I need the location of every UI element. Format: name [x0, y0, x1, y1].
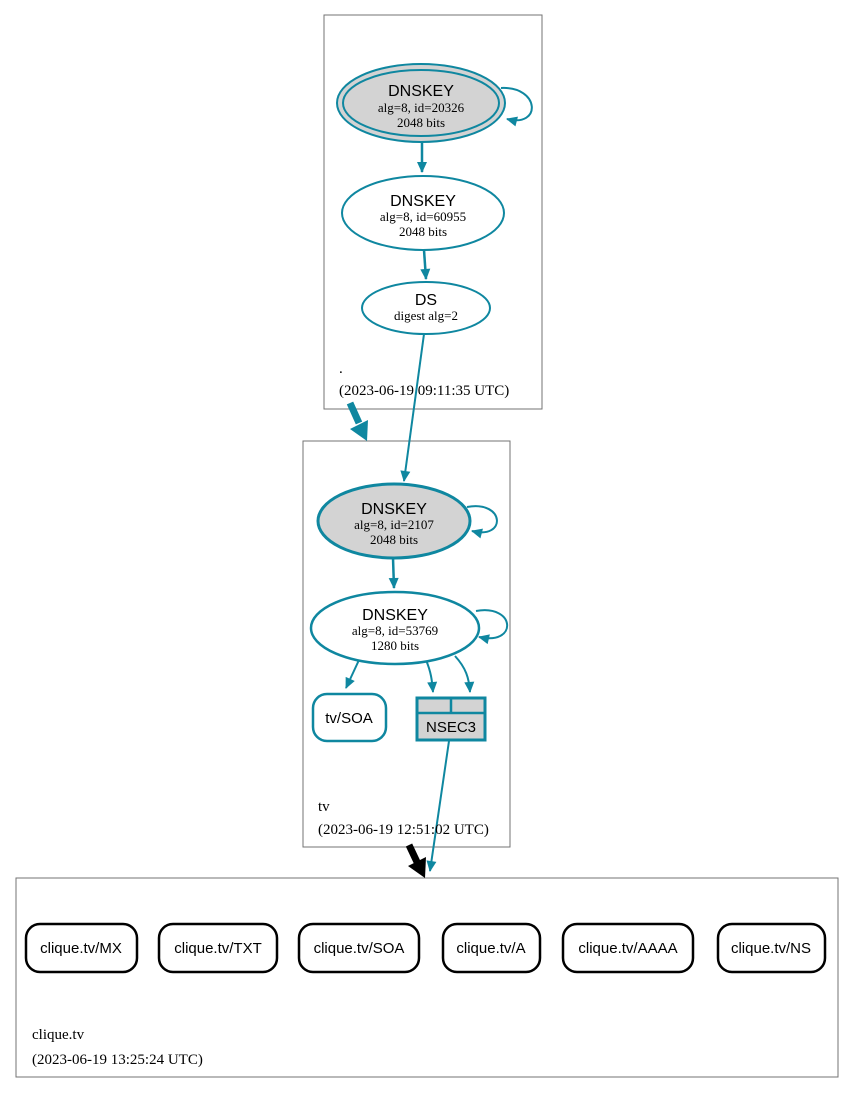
edge-tv-ksk-self-sign	[466, 505, 498, 539]
node-detail: alg=8, id=2107	[354, 517, 434, 532]
node-label: clique.tv/MX	[40, 940, 122, 957]
node-label: clique.tv/SOA	[314, 940, 405, 957]
node-title: DNSKEY	[388, 83, 454, 100]
node-root-dnskey-zsk[interactable]: DNSKEY alg=8, id=60955 2048 bits	[341, 175, 505, 251]
edge-root-zsk-to-ds	[420, 249, 431, 280]
node-detail: digest alg=2	[394, 308, 458, 323]
edge-root-ksk-self-sign	[500, 86, 533, 127]
node-clique-tv-aaaa[interactable]: clique.tv/AAAA	[561, 922, 695, 974]
node-label: tv/SOA	[325, 710, 373, 727]
node-label: clique.tv/TXT	[174, 940, 262, 957]
zone-label-tv: tv	[318, 799, 330, 815]
node-clique-tv-txt[interactable]: clique.tv/TXT	[157, 922, 279, 974]
node-bits: 2048 bits	[397, 115, 445, 130]
node-tv-soa[interactable]: tv/SOA	[311, 692, 388, 743]
edge-tv-to-clique-delegation	[405, 843, 426, 878]
node-clique-tv-soa[interactable]: clique.tv/SOA	[297, 922, 421, 974]
edge-tv-zsk-to-soa	[345, 659, 360, 689]
edge-tv-ksk-to-zsk	[388, 557, 399, 589]
edge-root-ds-to-tv-ksk	[400, 333, 425, 482]
node-label: clique.tv/NS	[731, 940, 811, 957]
node-title: DNSKEY	[390, 193, 456, 210]
node-label: clique.tv/A	[456, 940, 525, 957]
edge-tv-zsk-self-sign	[475, 609, 509, 645]
node-root-ds[interactable]: DS digest alg=2	[361, 281, 491, 335]
node-clique-tv-ns[interactable]: clique.tv/NS	[716, 922, 827, 974]
edge-tv-nsec3-to-clique	[426, 740, 450, 872]
node-tv-dnskey-ksk[interactable]: DNSKEY alg=8, id=2107 2048 bits	[316, 482, 472, 560]
edge-root-to-tv-delegation	[346, 401, 368, 441]
node-bits: 2048 bits	[399, 224, 447, 239]
node-detail: alg=8, id=20326	[378, 100, 465, 115]
node-root-dnskey-ksk[interactable]: DNSKEY alg=8, id=20326 2048 bits	[336, 63, 506, 143]
node-tv-nsec3[interactable]: NSEC3	[415, 696, 487, 742]
node-bits: 2048 bits	[370, 532, 418, 547]
node-tv-dnskey-zsk[interactable]: DNSKEY alg=8, id=53769 1280 bits	[309, 590, 481, 666]
node-clique-tv-a[interactable]: clique.tv/A	[441, 922, 542, 974]
node-detail: alg=8, id=60955	[380, 209, 466, 224]
node-label: clique.tv/AAAA	[578, 940, 677, 957]
node-clique-tv-mx[interactable]: clique.tv/MX	[24, 922, 139, 974]
node-label: NSEC3	[426, 719, 476, 736]
zone-label-clique-tv: clique.tv	[32, 1027, 85, 1043]
zone-timestamp-clique-tv: (2023-06-19 13:25:24 UTC)	[32, 1052, 203, 1068]
zone-box-clique-tv	[15, 877, 839, 1078]
node-detail: alg=8, id=53769	[352, 623, 438, 638]
node-title: DS	[415, 292, 437, 309]
zone-timestamp-tv: (2023-06-19 12:51:02 UTC)	[318, 822, 489, 838]
zone-label-root: .	[339, 361, 343, 377]
edge-tv-zsk-to-nsec3-right	[454, 655, 475, 693]
zone-timestamp-root: (2023-06-19 09:11:35 UTC)	[339, 383, 509, 399]
node-title: DNSKEY	[362, 607, 428, 624]
node-title: DNSKEY	[361, 501, 427, 518]
edge-tv-zsk-to-nsec3-left	[425, 659, 438, 693]
node-bits: 1280 bits	[371, 638, 419, 653]
